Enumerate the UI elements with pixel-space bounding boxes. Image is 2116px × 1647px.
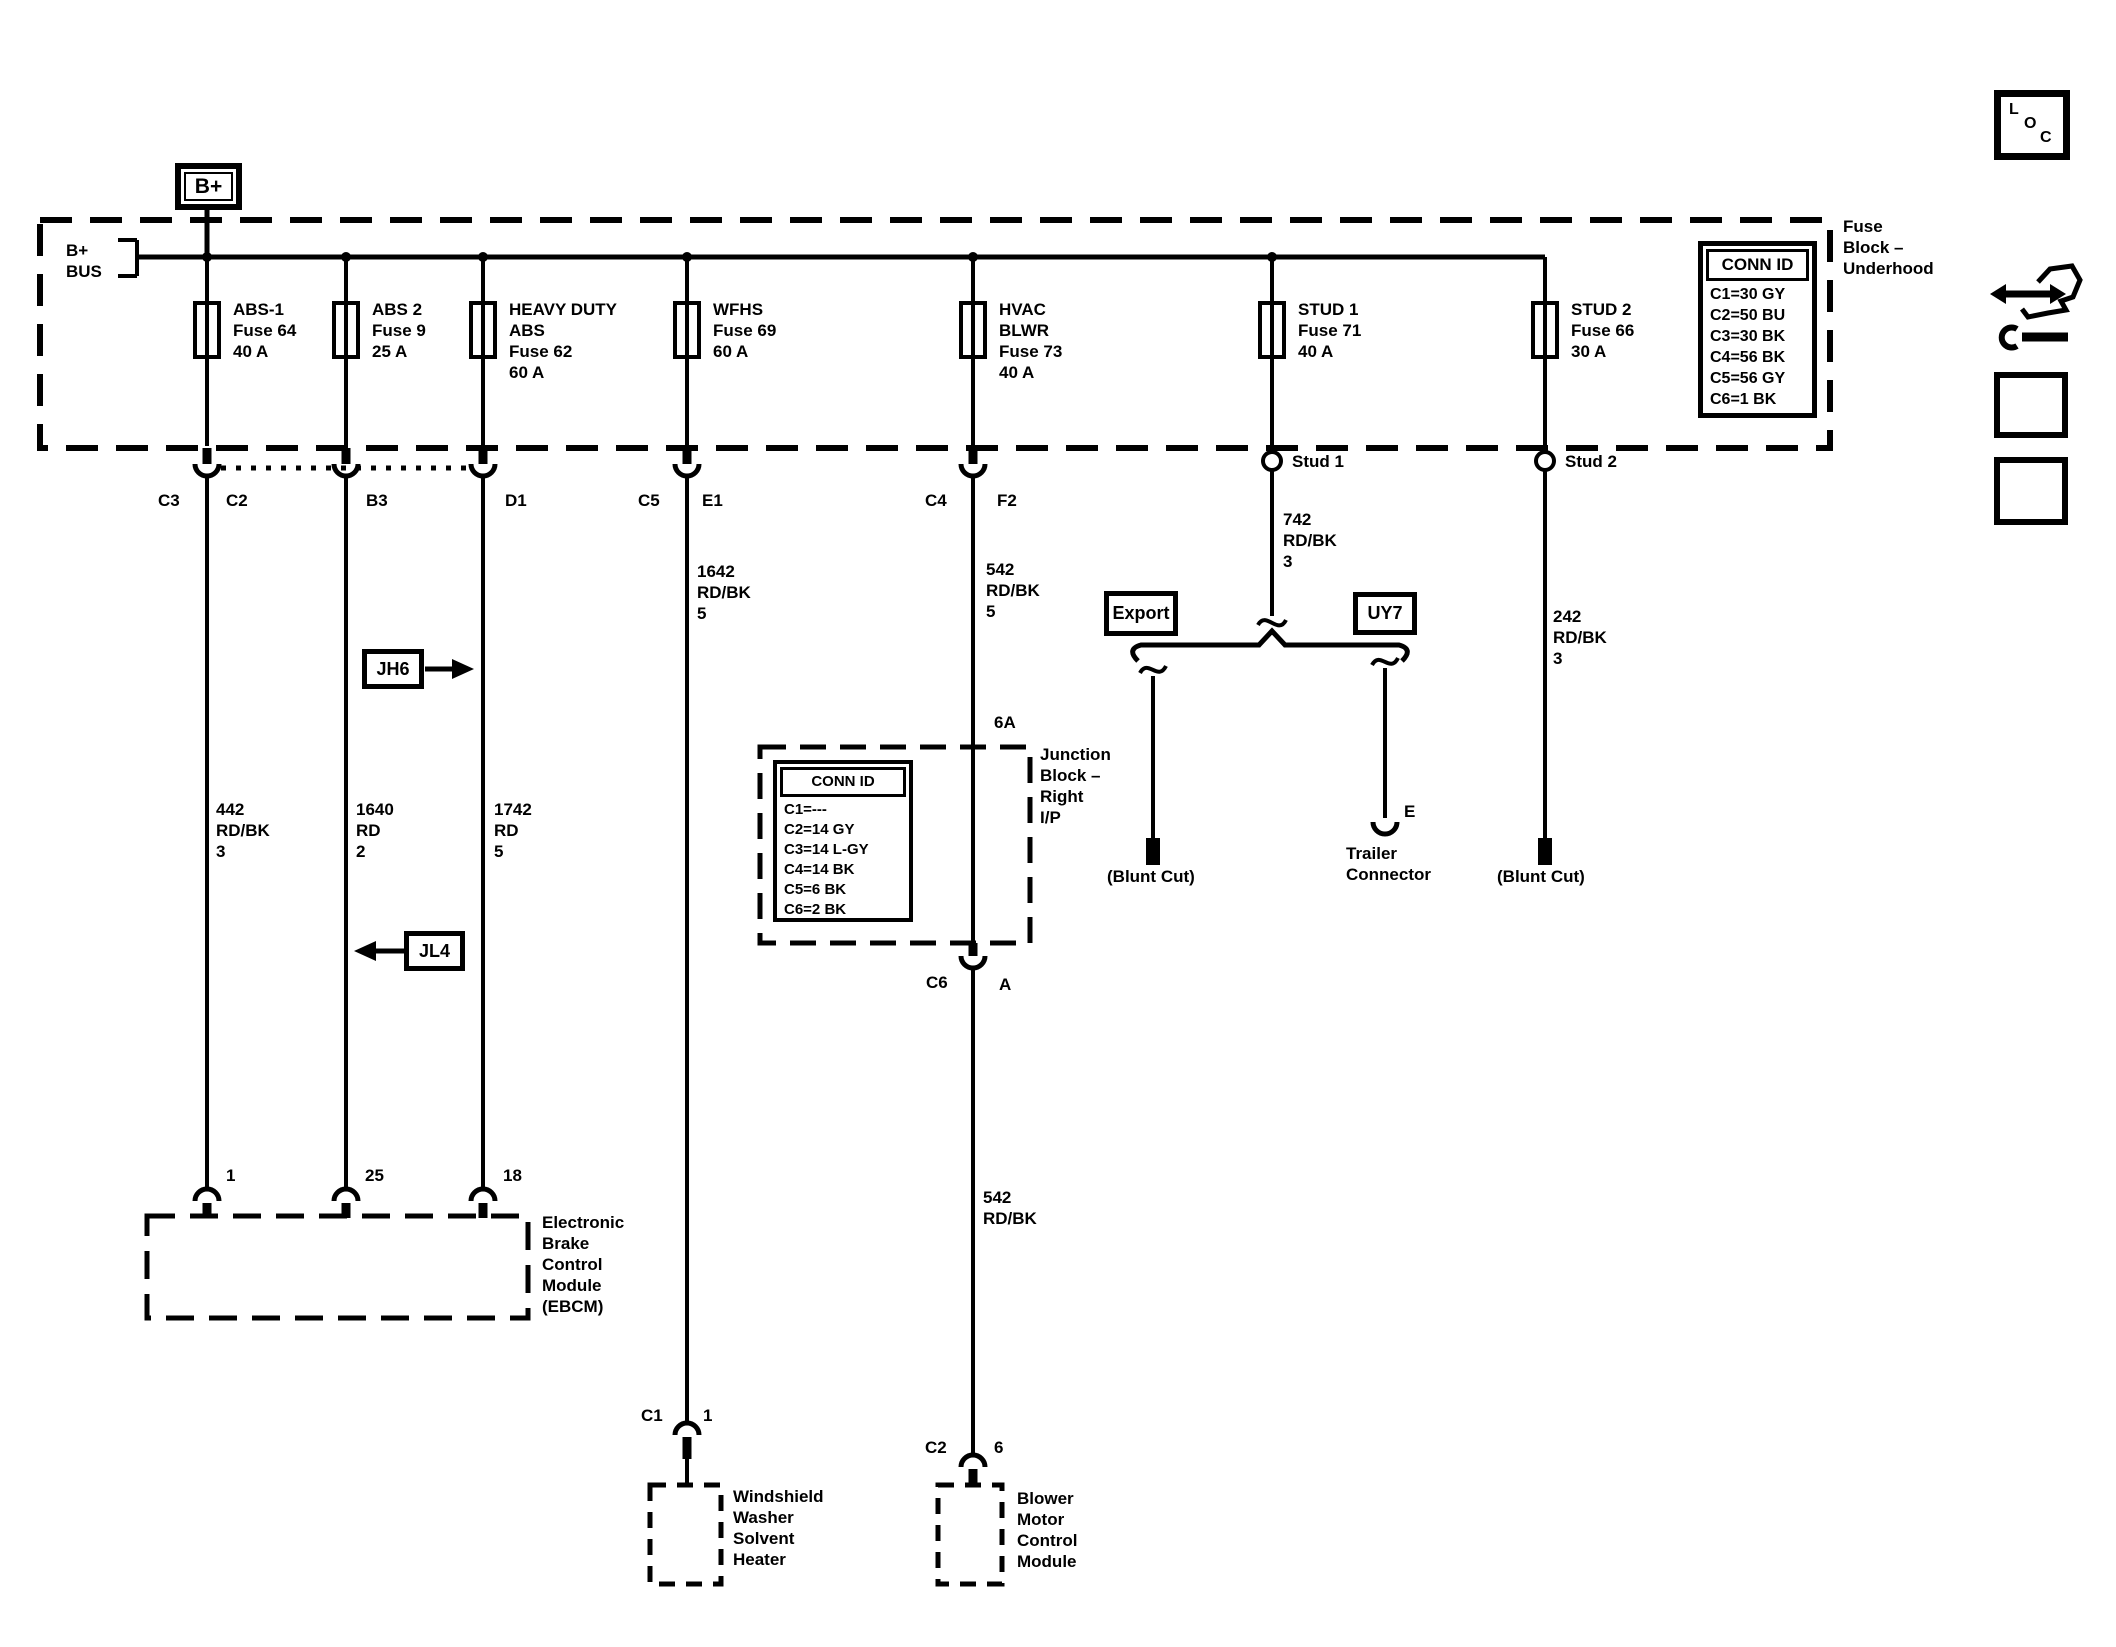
fuse-label-abs2: ABS 2 Fuse 9 25 A xyxy=(372,300,426,361)
option-jh6-box: JH6 xyxy=(362,649,424,689)
option-export-label: Export xyxy=(1112,603,1170,623)
junction-pin-a: A xyxy=(999,975,1012,994)
jh6-arrow-icon xyxy=(425,659,474,679)
fuse-label-abs1: ABS-1 Fuse 64 40 A xyxy=(233,300,297,361)
connector-b3: B3 xyxy=(366,491,388,510)
route-tool-icon xyxy=(1990,263,2083,351)
connector-c2: C2 xyxy=(226,491,248,510)
conn-id-row: C5=6 BK xyxy=(784,881,847,898)
conn-id-row: C4=14 BK xyxy=(784,861,855,878)
blower-conn-c2: C2 xyxy=(925,1438,947,1457)
nav-back-button[interactable] xyxy=(1994,457,2068,525)
connector-stud1: Stud 1 xyxy=(1292,452,1344,471)
conn-id-row: C2=50 BU xyxy=(1710,307,1786,324)
blunt-cut-left-label: (Blunt Cut) xyxy=(1107,867,1195,886)
washer-conn-c1: C1 xyxy=(641,1406,663,1425)
conn-id-row: C3=14 L-GY xyxy=(784,841,869,858)
trailer-connector-symbol xyxy=(1370,821,1400,837)
junction-block-conn-id-table: CONN ID C1=--- C2=14 GY C3=14 L-GY C4=14… xyxy=(773,760,913,922)
fuse-label-hvac: HVAC BLWR Fuse 73 40 A xyxy=(999,300,1063,382)
trailer-connector-label: Trailer Connector xyxy=(1346,844,1431,884)
option-export-box: Export xyxy=(1104,591,1178,636)
ebcm-pin-25: 25 xyxy=(365,1166,384,1185)
fuse-block-conn-id-table: CONN ID C1=30 GY C2=50 BU C3=30 BK C4=56… xyxy=(1698,241,1817,418)
fuse-label-hd-abs: HEAVY DUTY ABS Fuse 62 60 A xyxy=(509,300,618,382)
fuse-symbols xyxy=(193,301,1559,359)
wire-742-label: 742 RD/BK 3 xyxy=(1283,510,1337,571)
connector-c5: C5 xyxy=(638,491,660,510)
loc-letter-l: L xyxy=(2009,101,2019,118)
connector-c3: C3 xyxy=(158,491,180,510)
blower-name: Blower Motor Control Module xyxy=(1017,1489,1078,1571)
washer-pin-1: 1 xyxy=(703,1406,713,1425)
conn-id-row: C1=--- xyxy=(784,801,827,818)
wire-542-label: 542 RD/BK 5 xyxy=(986,560,1040,621)
harness-wires xyxy=(205,470,1547,1455)
wire-242-label: 242 RD/BK 3 xyxy=(1553,607,1607,668)
stud1-terminal xyxy=(1261,450,1283,472)
stud2-terminal xyxy=(1534,450,1556,472)
fuse-block-outline xyxy=(37,217,1833,451)
loc-letter-o: O xyxy=(2024,115,2037,132)
connector-d1: D1 xyxy=(505,491,527,510)
fuse-label-stud2: STUD 2 Fuse 66 30 A xyxy=(1571,300,1635,361)
connector-stud2: Stud 2 xyxy=(1565,452,1617,471)
junction-block-outline xyxy=(757,744,1033,946)
ebcm-pin-18: 18 xyxy=(503,1166,522,1185)
wire-1642-label: 1642 RD/BK 5 xyxy=(697,562,751,623)
b-plus-label: B+ xyxy=(194,174,223,198)
wire-1742-label: 1742 RD 5 xyxy=(494,800,532,861)
wire-442-label: 442 RD/BK 3 xyxy=(216,800,270,861)
conn-id-row: C5=56 GY xyxy=(1710,370,1786,387)
conn-id-row: C3=30 BK xyxy=(1710,328,1786,345)
conn-id-row: C4=56 BK xyxy=(1710,349,1786,366)
fuse-label-wfhs: WFHS Fuse 69 60 A xyxy=(713,300,777,361)
conn-id-title: CONN ID xyxy=(780,767,906,797)
fuse-block-name: Fuse Block – Underhood xyxy=(1843,217,1934,278)
conn-id-row: C1=30 GY xyxy=(1710,286,1786,303)
junction-block-name: Junction Block – Right I/P xyxy=(1040,745,1111,827)
ebcm-pin-1: 1 xyxy=(226,1166,236,1185)
wire-1640-label: 1640 RD 2 xyxy=(356,800,394,861)
ebcm-outline xyxy=(144,1213,531,1321)
washer-heater-outline xyxy=(647,1482,724,1587)
wire-542-lower-label: 542 RD/BK xyxy=(983,1188,1037,1228)
option-jl4-label: JL4 xyxy=(418,940,451,961)
fuse-label-stud1: STUD 1 Fuse 71 40 A xyxy=(1298,300,1362,361)
conn-id-title: CONN ID xyxy=(1706,249,1809,281)
junction-fuse-ref-6a: 6A xyxy=(994,713,1016,732)
stud1-splice-symbols xyxy=(1130,618,1410,837)
blower-pin-6: 6 xyxy=(994,1438,1004,1457)
option-uy7-box: UY7 xyxy=(1353,592,1417,635)
nav-forward-button[interactable] xyxy=(1994,372,2068,438)
fuse-block-connectors xyxy=(192,448,1556,479)
conn-id-row: C6=1 BK xyxy=(1710,391,1777,408)
bus-junction-dots xyxy=(202,252,1277,262)
connector-e1: E1 xyxy=(702,491,723,510)
blower-module-outline xyxy=(935,1482,1005,1587)
washer-heater-connector xyxy=(672,1420,702,1485)
connector-c4: C4 xyxy=(925,491,947,510)
conn-id-row: C2=14 GY xyxy=(784,821,855,838)
washer-name: Windshield Washer Solvent Heater xyxy=(733,1487,824,1569)
trailer-pin-e: E xyxy=(1404,802,1416,821)
loc-button[interactable]: L O C xyxy=(1994,90,2070,160)
ebcm-name: Electronic Brake Control Module (EBCM) xyxy=(542,1213,625,1316)
blunt-cut-bars xyxy=(1146,838,1552,865)
connector-f2: F2 xyxy=(997,491,1017,510)
option-jl4-box: JL4 xyxy=(404,931,465,971)
bus-label: B+ BUS xyxy=(66,241,102,281)
junction-conn-c6: C6 xyxy=(926,973,948,992)
option-uy7-label: UY7 xyxy=(1367,603,1403,623)
blunt-cut-right-label: (Blunt Cut) xyxy=(1497,867,1585,886)
power-bus-lines xyxy=(118,208,1547,452)
b-plus-terminal-box: B+ xyxy=(175,163,242,210)
loc-letter-c: C xyxy=(2040,129,2052,146)
option-jh6-label: JH6 xyxy=(376,658,410,679)
junction-block-connector xyxy=(958,943,988,971)
blower-module-connector xyxy=(958,1452,988,1485)
jl4-arrow-icon xyxy=(354,941,404,961)
conn-id-row: C6=2 BK xyxy=(784,901,847,918)
